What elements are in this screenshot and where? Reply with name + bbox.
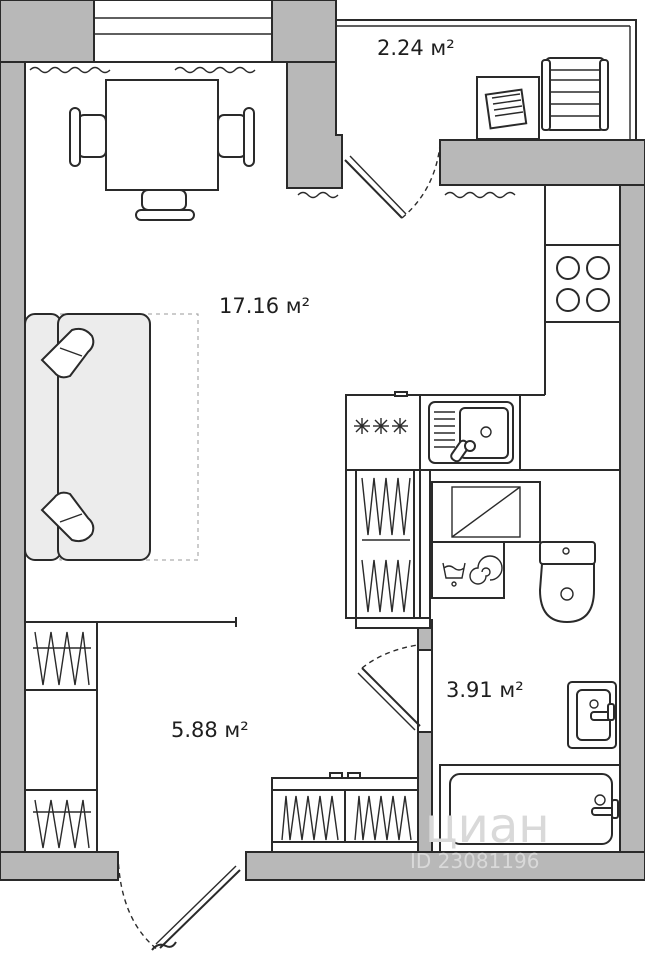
watermark-id: ID 23081196 (410, 849, 539, 873)
hallway-wardrobe (24, 621, 98, 853)
balcony-door (344, 144, 441, 219)
radiators (29, 66, 516, 199)
wardrobe-kitchen (345, 469, 431, 629)
stove (544, 244, 621, 323)
balcony-table (476, 76, 540, 140)
dining-set (69, 79, 255, 221)
bathroom-door (357, 644, 421, 731)
boiler-cabinet (431, 481, 541, 543)
balcony (93, 0, 637, 140)
kitchen-sink (419, 394, 521, 471)
bathroom-area-label: 3.91 м² (446, 678, 524, 702)
watermark-brand: циан (425, 798, 550, 854)
bathroom-sink (567, 681, 617, 749)
bathtub (439, 764, 621, 853)
balcony-chair (541, 57, 609, 131)
living-room-area-label: 17.16 м² (219, 294, 310, 318)
entrance-door (117, 854, 241, 951)
washing-machine (431, 541, 505, 599)
toilet (538, 541, 596, 624)
sofa (24, 313, 199, 561)
hallway-area-label: 5.88 м² (171, 718, 249, 742)
kitchen-counter (345, 391, 421, 471)
shoe-cabinet (271, 772, 419, 853)
balcony-area-label: 2.24 м² (377, 36, 455, 60)
